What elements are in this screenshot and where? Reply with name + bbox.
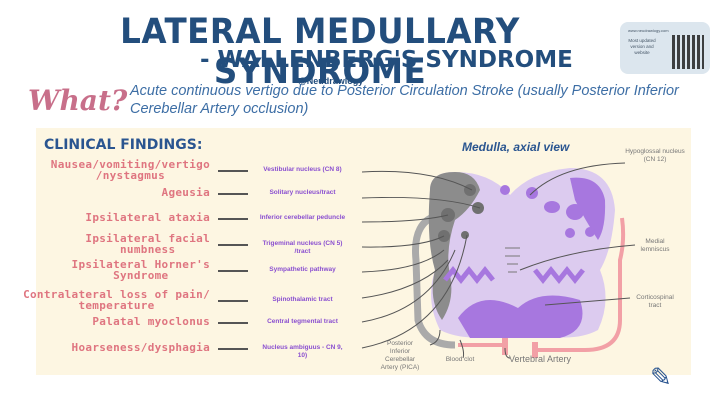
structure-label: Inferior cerebellar peduncle xyxy=(259,214,346,221)
label-blood-clot: Blood clot xyxy=(445,356,475,363)
connector-line xyxy=(218,244,248,246)
page-title: LATERAL MEDULLARY SYNDROME xyxy=(120,12,520,92)
brain-logo-icon: ✎ xyxy=(650,362,672,392)
lesion-area xyxy=(428,172,480,320)
symptom-label: Contralateral loss of pain/ temperature xyxy=(23,288,210,312)
symptom-label: Ipsilateral ataxia xyxy=(85,211,210,224)
qr-card[interactable]: www.neudrawlogy.com Most updated version… xyxy=(620,22,710,74)
qr-code-icon xyxy=(672,35,704,69)
what-description: Acute continuous vertigo due to Posterio… xyxy=(130,83,679,117)
label-medial-lemniscus: Medial lemniscus xyxy=(640,238,670,253)
connector-line xyxy=(218,348,248,350)
midline xyxy=(505,247,520,273)
symptom-label: Hoarseness/dysphagia xyxy=(71,341,210,354)
pointer-lines xyxy=(361,162,636,359)
structure-label: Central tegmental tract xyxy=(267,318,338,325)
nuclei xyxy=(458,177,606,338)
symptom-label: Ageusia xyxy=(161,186,210,199)
connector-line xyxy=(218,218,248,220)
connector-line xyxy=(218,270,248,272)
connector-line xyxy=(218,193,248,195)
vertebral-artery-right xyxy=(535,217,626,352)
olivary-nuclei xyxy=(443,265,585,285)
qr-text: Most updated version and website xyxy=(628,38,656,55)
label-hypoglossal: Hypoglossal nucleus (CN 12) xyxy=(625,148,685,163)
what-label: What? xyxy=(28,84,128,117)
structure-label: Spinothalamic tract xyxy=(272,296,333,303)
findings-heading: CLINICAL FINDINGS: xyxy=(44,137,203,153)
label-pica: Posterior Inferior Cerebellar Artery (PI… xyxy=(380,340,420,371)
symptom-label: Ipsilateral Horner's Syndrome xyxy=(71,258,210,282)
structure-label: Trigeminal nucleus (CN 5) /tract xyxy=(262,240,343,255)
connector-line xyxy=(218,170,248,172)
symptom-label: Nausea/vomiting/vertigo /nystagmus xyxy=(50,158,210,182)
diagram-title: Medulla, axial view xyxy=(462,140,570,154)
structure-label: Vestibular nucleus (CN 8) xyxy=(263,166,342,173)
label-corticospinal: Corticospinal tract xyxy=(636,294,674,309)
symptom-label: Palatal myoclonus xyxy=(92,315,210,328)
connector-line xyxy=(218,322,248,324)
author-handle: @Neudrawlogy xyxy=(298,76,364,86)
qr-url: www.neudrawlogy.com xyxy=(628,28,669,33)
structure-label: Solitary nucleus/tract xyxy=(269,189,336,196)
structure-label: Nucleus ambiguus - CN 9, 10) xyxy=(262,344,343,359)
page-subtitle: - WALLENBERG'S SYNDROME xyxy=(200,47,573,73)
label-vertebral-artery: Vertebral Artery xyxy=(508,354,572,364)
pica-artery xyxy=(412,211,456,349)
structure-label: Sympathetic pathway xyxy=(269,266,336,273)
connector-line xyxy=(218,300,248,302)
symptom-label: Ipsilateral facial numbness xyxy=(85,232,210,256)
